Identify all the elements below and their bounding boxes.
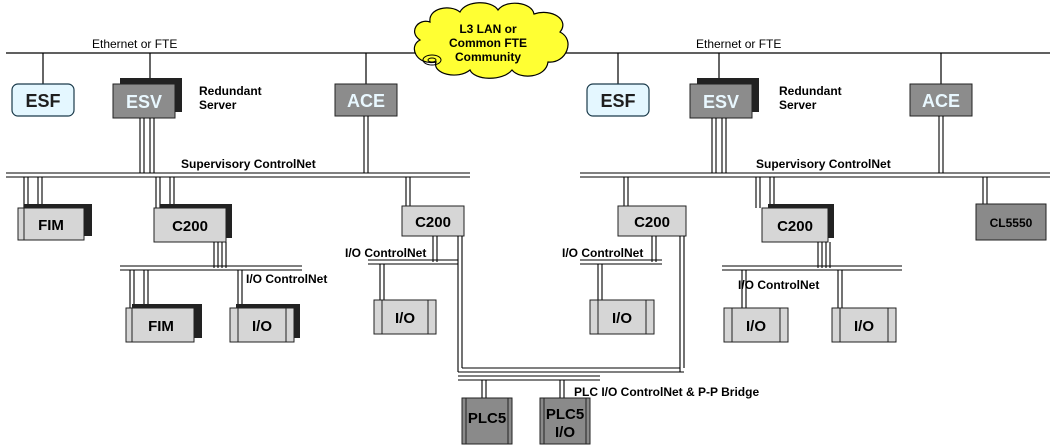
right-c200-a: C200 — [617, 205, 687, 237]
left-c200-a: C200 — [153, 204, 232, 243]
left-io-controlnet-a-label: I/O ControlNet — [246, 272, 327, 286]
left-io-a: I/O — [229, 304, 300, 343]
right-io-c: I/O — [831, 307, 897, 343]
cloud-l3-lan: L3 LAN or Common FTE Community — [413, 2, 569, 79]
left-io-b-label: I/O — [395, 310, 415, 327]
io-controlnet-lines — [120, 236, 902, 398]
supervisory-lines — [6, 116, 1050, 208]
right-esf-label: ESF — [600, 91, 635, 111]
right-io-a-label: I/O — [612, 310, 632, 327]
left-esf-label: ESF — [25, 91, 60, 111]
right-io-c-label: I/O — [854, 318, 874, 335]
left-ace-label: ACE — [347, 91, 385, 111]
left-redundant-label-2: Server — [199, 98, 237, 112]
left-esf-node: ESF — [11, 83, 75, 117]
plc5-io-node: PLC5 I/O — [539, 397, 591, 445]
right-redundant-label-2: Server — [779, 98, 817, 112]
right-io-b: I/O — [723, 307, 789, 343]
right-esf-node: ESF — [586, 83, 650, 117]
left-fim-bottom-label: FIM — [148, 318, 174, 335]
right-cl5550: CL5550 — [975, 203, 1047, 241]
left-fim-bottom: FIM — [125, 304, 202, 343]
right-c200-a-label: C200 — [634, 214, 670, 231]
left-c200-a-label: C200 — [172, 218, 208, 235]
plc5-label: PLC5 — [468, 410, 506, 427]
right-esv-node: ESV — [689, 78, 759, 119]
cloud-text-3: Community — [455, 50, 521, 64]
right-redundant-label-1: Redundant — [779, 84, 842, 98]
left-redundant-label-1: Redundant — [199, 84, 262, 98]
right-esv-label: ESV — [703, 92, 739, 112]
plc-bridge-label: PLC I/O ControlNet & P-P Bridge — [574, 385, 759, 399]
right-c200-b-label: C200 — [777, 218, 813, 235]
right-cl5550-label: CL5550 — [990, 216, 1033, 230]
left-c200-b: C200 — [401, 205, 465, 237]
left-ethernet-label: Ethernet or FTE — [92, 37, 177, 51]
left-c200-b-label: C200 — [415, 214, 451, 231]
right-io-b-label: I/O — [746, 318, 766, 335]
left-io-a-label: I/O — [252, 318, 272, 335]
right-ethernet-label: Ethernet or FTE — [696, 37, 781, 51]
right-ace-node: ACE — [909, 83, 973, 117]
left-esv-label: ESV — [126, 92, 162, 112]
right-c200-b: C200 — [761, 204, 834, 243]
cloud-text-2: Common FTE — [449, 36, 527, 50]
right-io-controlnet-b-label: I/O ControlNet — [738, 278, 819, 292]
right-io-controlnet-a-label: I/O ControlNet — [562, 246, 643, 260]
plc5-io-label-1: PLC5 — [546, 406, 584, 423]
cloud-text-1: L3 LAN or — [459, 22, 517, 36]
right-ace-label: ACE — [922, 91, 960, 111]
plc5-node: PLC5 — [461, 397, 513, 445]
left-fim-top: FIM — [17, 204, 92, 241]
left-fim-top-label: FIM — [38, 217, 64, 234]
left-esv-node: ESV — [112, 78, 182, 119]
right-supervisory-label: Supervisory ControlNet — [756, 157, 891, 171]
left-ace-node: ACE — [334, 83, 398, 117]
left-supervisory-label: Supervisory ControlNet — [181, 157, 316, 171]
left-io-controlnet-b-label: I/O ControlNet — [345, 246, 426, 260]
right-io-a: I/O — [589, 299, 655, 335]
plc5-io-label-2: I/O — [555, 424, 575, 441]
left-io-b: I/O — [373, 299, 437, 335]
